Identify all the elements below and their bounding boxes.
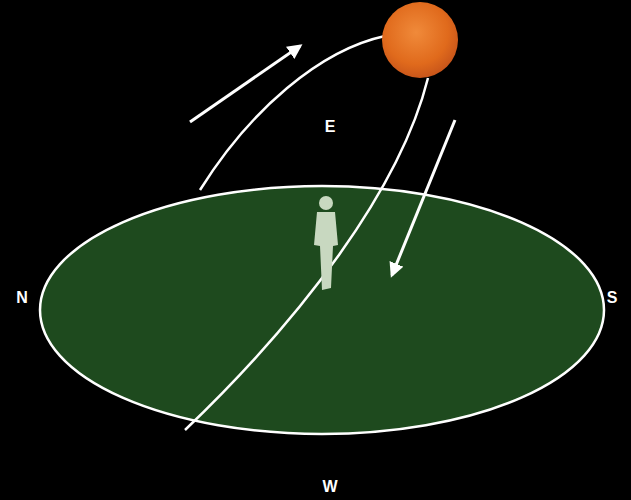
sun-path-setting <box>185 78 428 430</box>
direction-arrow <box>190 46 300 122</box>
person-body <box>314 212 338 290</box>
compass-label: N <box>16 290 28 306</box>
sun-path-rising <box>200 36 385 190</box>
compass-label: S <box>607 290 618 306</box>
person-silhouette <box>314 196 338 290</box>
compass-label: E <box>325 119 336 135</box>
compass-label: W <box>322 479 337 495</box>
direction-arrow <box>392 120 455 275</box>
sun <box>382 2 458 78</box>
ground-ellipse <box>40 186 604 434</box>
person-head <box>319 196 333 210</box>
